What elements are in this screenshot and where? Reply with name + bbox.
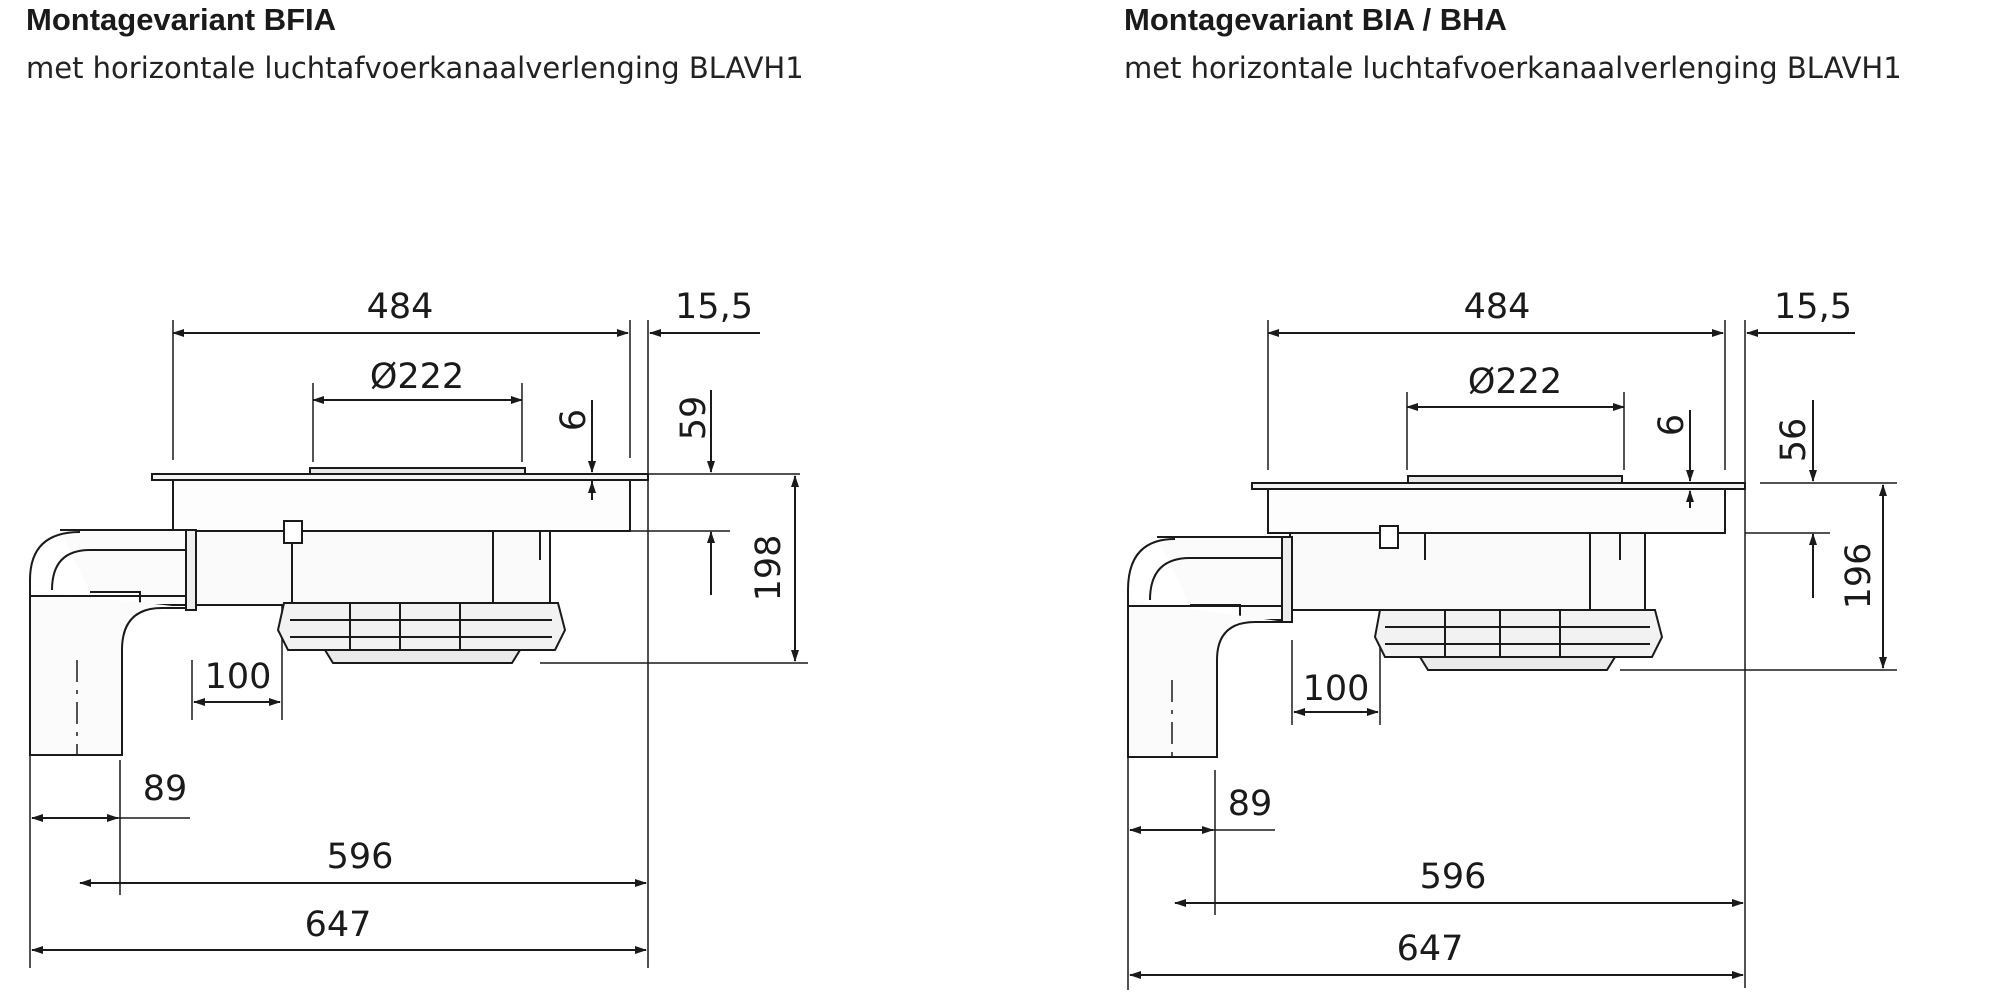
left-panel-header: Montagevariant BFIA met horizontale luch… [26,0,804,88]
dim-duct-offset: 100 [1303,669,1370,709]
right-dimension-labels: 484 15,5 Ø222 6 56 196 100 89 596 647 [1228,287,1879,969]
dim-cutout: 596 [1420,857,1487,897]
left-drawing [29,320,808,968]
left-title: Montagevariant BFIA [26,2,337,37]
dim-top-depth: 59 [674,396,714,441]
dim-depth: 198 [749,535,789,602]
dim-offset: 15,5 [1774,287,1852,327]
dim-offset: 15,5 [675,287,753,327]
left-subtitle: met horizontale luchtafvoerkanaalverleng… [26,51,804,85]
right-panel-header: Montagevariant BIA / BHA met horizontale… [1124,0,1902,88]
dim-duct-width: 89 [143,769,188,809]
right-drawing [1127,320,1897,990]
dim-top-depth: 56 [1774,418,1814,463]
dim-duct-offset: 100 [205,657,272,697]
dim-thickness: 6 [554,409,594,431]
dim-overall: 647 [305,905,372,945]
dim-overall: 647 [1397,929,1464,969]
dim-width-total: 484 [367,287,434,327]
right-subtitle: met horizontale luchtafvoerkanaalverleng… [1124,51,1902,85]
dim-thickness: 6 [1652,414,1692,436]
dim-cutout: 596 [327,837,394,877]
left-dimension-labels: 484 15,5 Ø222 6 59 198 100 89 596 647 [143,287,789,945]
dim-diameter: Ø222 [1468,362,1562,402]
dim-width-total: 484 [1464,287,1531,327]
dim-duct-width: 89 [1228,784,1273,824]
right-title: Montagevariant BIA / BHA [1124,2,1507,37]
dim-diameter: Ø222 [370,357,464,397]
dim-depth: 196 [1839,543,1879,610]
